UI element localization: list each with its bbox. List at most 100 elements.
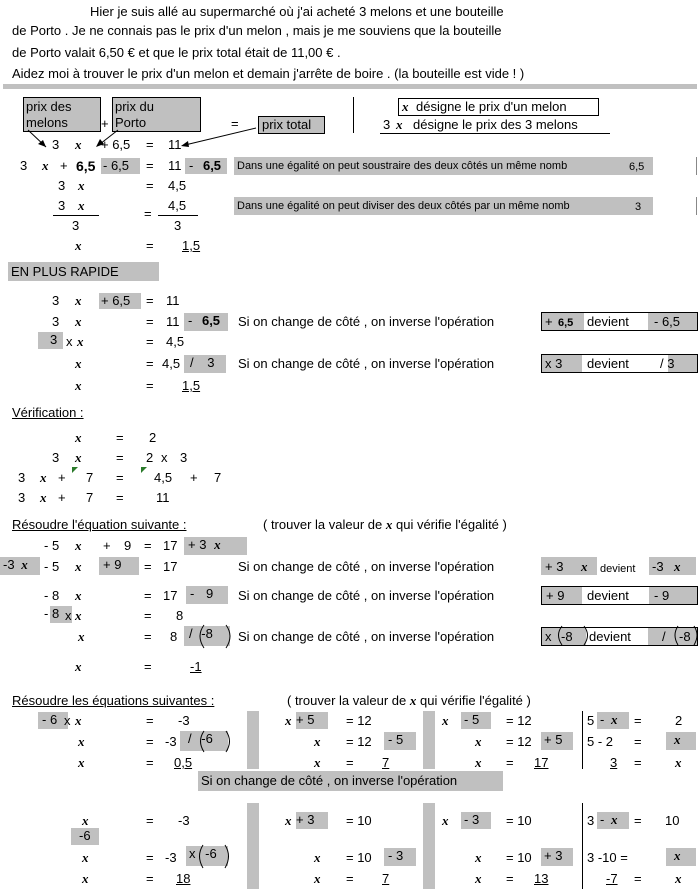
rule-note-value: 6,5 <box>629 161 645 173</box>
equation-term: = <box>146 314 154 329</box>
equation-term: = <box>146 813 154 828</box>
equation-term: 6,5 <box>76 158 96 174</box>
equation-term: + 5 <box>544 732 563 747</box>
rule-box-op: -8 <box>561 629 573 644</box>
equation-term: = <box>146 334 154 349</box>
equation-term: - <box>600 812 605 827</box>
rule-box-devient: devient <box>589 629 631 644</box>
rule-box-op: / <box>662 629 666 644</box>
variable-x: x <box>82 871 89 886</box>
equation-term: 6,5 <box>202 158 222 173</box>
rule-box-op: - 9 <box>654 588 670 603</box>
equation-term: 8 <box>176 608 184 623</box>
equation-term-highlight: + 5 <box>541 732 573 750</box>
rule-banner: Si on change de côté , on inverse l'opér… <box>198 771 503 791</box>
equation-term-highlight: / -6 <box>180 731 228 751</box>
variable-x: x <box>75 588 82 603</box>
legend-box-prix-melons: prix des melons <box>23 97 101 132</box>
rule-box-devient: devient <box>587 314 629 329</box>
equation-term: = <box>144 206 152 221</box>
variable-x: x <box>314 871 321 886</box>
rule-box-op: x 3 <box>545 356 563 371</box>
rule-note-subtract: Dans une égalité on peut soustraire des … <box>234 157 653 175</box>
equation-term: 11 <box>166 314 180 329</box>
equation-term: 3 <box>58 178 66 193</box>
rule-text: Si on change de côté , on inverse l'opér… <box>238 356 495 371</box>
equation-term: -3 <box>3 557 15 572</box>
legend-label: prix total <box>262 117 312 132</box>
equation-term-highlight: / -8 <box>184 626 230 646</box>
equation-term: 7 <box>86 470 94 485</box>
rule-box-times-minus-8: x -8 devient / -8 <box>541 627 698 646</box>
equation-term: 11 <box>156 490 170 505</box>
legend-plus: + <box>101 116 109 131</box>
equation-term: = <box>144 608 152 623</box>
rule-note-text: Dans une égalité on peut soustraire des … <box>237 160 568 172</box>
rule-box-cell <box>542 628 586 645</box>
equation-term: + 9 <box>103 557 122 572</box>
variable-x: x <box>75 659 82 674</box>
equation-term-highlight: + 3 <box>541 848 573 866</box>
equation-term: -3 <box>178 713 190 728</box>
equation-term: 4,5 <box>166 334 185 349</box>
intro-line-4: Aidez moi à trouver le prix d'un melon e… <box>12 66 525 81</box>
equation-term: - 5 <box>44 559 60 574</box>
variable-x: x <box>396 117 403 132</box>
rule-box-op: + 3 <box>545 559 564 574</box>
equation-term-highlight: - 8 <box>44 606 72 623</box>
variable-x: x <box>385 517 393 532</box>
variable-x: x <box>75 538 82 553</box>
solution-value: 17 <box>534 755 549 770</box>
variable-x: x <box>214 537 221 552</box>
equation-term: 9 <box>205 586 214 601</box>
definition-text: 3 <box>383 117 391 132</box>
equation-term: = <box>144 659 152 674</box>
variable-x: x <box>77 334 84 349</box>
equation-term: - 5 <box>464 712 480 727</box>
equation-term-highlight: -6 <box>71 828 99 845</box>
variable-x: x <box>75 293 82 308</box>
equation-term: 7 <box>86 490 94 505</box>
equation-term: 10 <box>665 813 680 828</box>
legend-label: Porto <box>115 115 147 130</box>
equation-term-highlight: 3 <box>38 332 63 349</box>
equation-term: - 6 <box>42 712 58 727</box>
solution-value: 7 <box>382 755 390 770</box>
equation-term: - 8 <box>44 588 60 603</box>
equation-term: = <box>634 755 642 770</box>
rule-box-op: + 9 <box>546 588 565 603</box>
equation-term: 2 <box>675 713 683 728</box>
equation-term: = <box>634 734 642 749</box>
equation-term: 3 <box>18 470 26 485</box>
variable-x: x <box>314 850 321 865</box>
equation-term: 11 <box>168 158 182 173</box>
variable-x: x <box>75 430 82 445</box>
equation-term: 3 <box>180 450 188 465</box>
fraction-numerator: 3 <box>58 198 66 213</box>
equation-term-highlight: + 9 <box>99 557 139 575</box>
equation-term-highlight: x <box>666 848 696 866</box>
variable-x: x <box>581 559 588 574</box>
equation-term: 3 <box>587 813 595 828</box>
variable-x: x <box>475 871 482 886</box>
equation-term: + 6,5 <box>101 137 131 152</box>
equation-term: = <box>116 450 124 465</box>
equation-term-highlight: - 3 <box>461 812 491 829</box>
variable-x: x <box>21 557 28 572</box>
equation-term: - 5 <box>44 538 60 553</box>
equation-term-highlight: + 3 x <box>184 537 247 555</box>
variable-x: x <box>475 734 482 749</box>
equation-term: / <box>189 626 193 641</box>
intro-line-2: de Porto . Je ne connais pas le prix d'u… <box>12 23 502 38</box>
equation-term: x <box>161 450 168 465</box>
equation-term: -3 <box>165 734 177 749</box>
rule-text: Si on change de côté , on inverse l'opér… <box>238 314 495 329</box>
variable-x: x <box>42 158 49 173</box>
equation-term: = <box>146 871 154 886</box>
variable-x: x <box>75 314 82 329</box>
equation-term-highlight: - 6,5 <box>185 158 227 174</box>
equation-term: 2 <box>146 450 154 465</box>
equation-term: + <box>103 538 111 553</box>
equation-term-highlight: x <box>666 732 696 750</box>
